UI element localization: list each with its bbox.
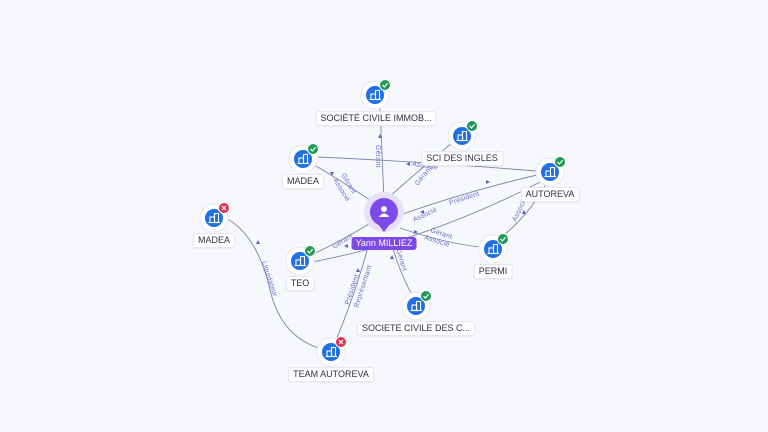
edge-assoc-center[interactable] (311, 177, 549, 263)
node-label-sci-immob[interactable]: SOCIÉTÉ CIVILE IMMOB... (315, 111, 437, 126)
node-label-madea-1[interactable]: MADEA (281, 174, 325, 189)
active-badge-icon (307, 143, 319, 155)
active-badge-icon (466, 120, 478, 132)
company-node-autoreva[interactable] (535, 156, 566, 187)
company-node-sci-immob[interactable] (360, 79, 391, 110)
node-label-sci-ingles[interactable]: SCI DES INGLES (421, 151, 503, 166)
active-badge-icon (379, 79, 391, 91)
edge-team[interactable] (335, 239, 371, 341)
edge-label: Gérant (374, 145, 381, 168)
edge-liquid[interactable] (225, 217, 327, 351)
company-node-teo[interactable] (285, 245, 316, 276)
company-node-madea-1[interactable] (288, 143, 319, 174)
active-badge-icon (554, 156, 566, 168)
node-label-team-autoreva[interactable]: TEAM AUTOREVA (288, 367, 374, 382)
edge-autoreva[interactable] (399, 171, 551, 216)
center-person-label[interactable]: Yann MILLIEZ (351, 237, 417, 250)
edge-label: Associé (412, 161, 439, 172)
person-icon (378, 206, 390, 217)
company-node-permi[interactable] (478, 233, 509, 264)
node-label-madea-2[interactable]: MADEA (192, 233, 236, 248)
center-person-node[interactable] (364, 192, 404, 232)
active-badge-icon (420, 290, 432, 302)
edge-label: Gérant (394, 248, 408, 272)
active-badge-icon (497, 233, 509, 245)
company-node-madea-2[interactable] (199, 202, 230, 233)
edge-label: Liquidateur (260, 260, 278, 298)
node-label-permi[interactable]: PERMI (473, 264, 513, 279)
company-node-team-autoreva[interactable] (316, 336, 347, 367)
edge-label: Président (448, 191, 480, 207)
company-node-sc-des-c[interactable] (401, 290, 432, 321)
company-node-sci-ingles[interactable] (447, 120, 478, 151)
node-label-autoreva[interactable]: AUTOREVA (520, 187, 580, 202)
closed-badge-icon (335, 336, 347, 348)
active-badge-icon (304, 245, 316, 257)
node-label-teo[interactable]: TEO (285, 276, 315, 291)
node-label-sc-des-c[interactable]: SOCIETE CIVILE DES C... (356, 321, 476, 336)
closed-badge-icon (218, 202, 230, 214)
